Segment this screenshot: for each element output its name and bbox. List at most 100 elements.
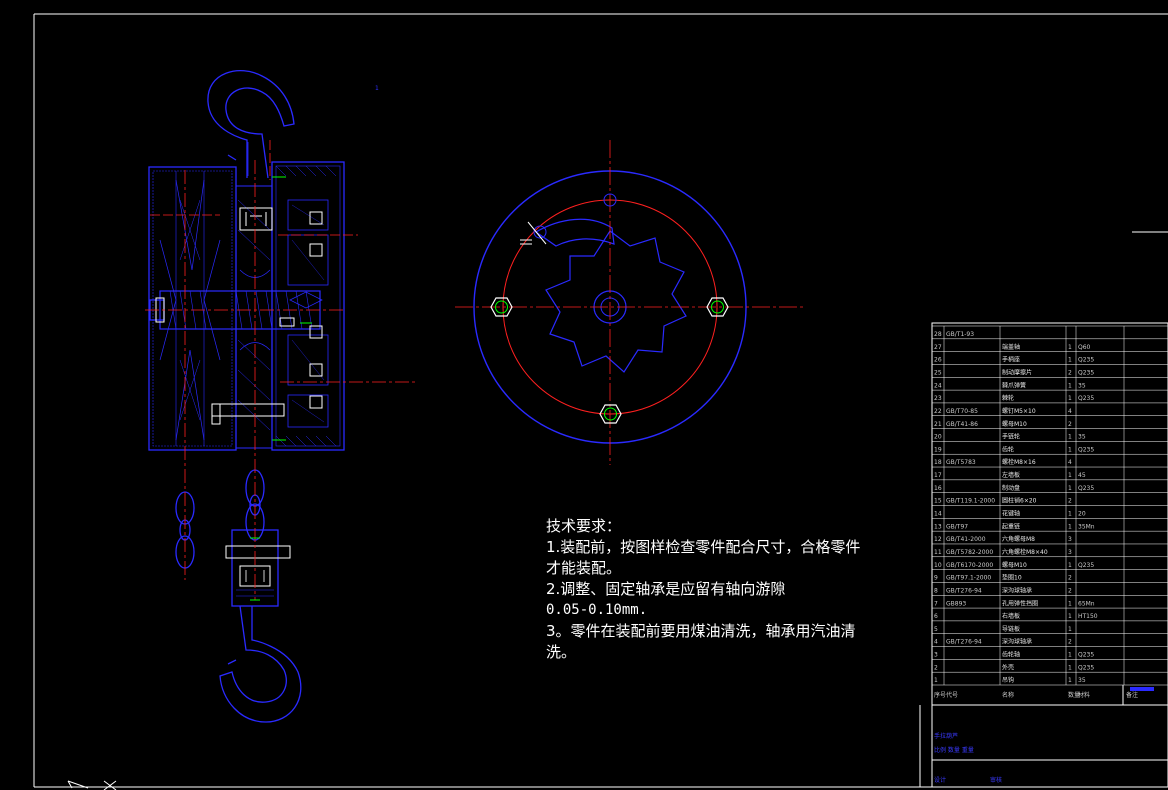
parts-row-20-qty: 2: [1068, 575, 1072, 582]
parts-row-14-name: 圆柱销6×20: [1002, 497, 1037, 505]
parts-footer-label: 备注: [1126, 691, 1138, 699]
parts-row-13-material: Q235: [1078, 485, 1094, 492]
parts-row-22-no: 7: [934, 600, 938, 607]
parts-row-2-no: 27: [934, 344, 942, 351]
tech-heading: 技术要求：: [546, 517, 622, 535]
parts-row-2-name: 端盖轴: [1002, 343, 1020, 351]
parts-row-7-no: 22: [934, 408, 942, 415]
parts-row-18-code: GB/T5782-2000: [946, 549, 993, 556]
parts-footer-label: 材料: [1078, 691, 1090, 699]
front-centerlines: [145, 140, 415, 600]
bolt-bottom: [599, 404, 622, 424]
parts-row-9-qty: 1: [1068, 434, 1072, 441]
parts-row-7-name: 螺钉M5×10: [1002, 407, 1036, 415]
parts-row-19-name: 螺母M10: [1002, 561, 1027, 569]
parts-row-18-qty: 3: [1068, 549, 1072, 556]
parts-row-7-code: GB/T70-85: [946, 408, 978, 415]
parts-row-22-material: 65Mn: [1078, 600, 1095, 607]
parts-row-19-no: 10: [934, 562, 942, 569]
tech-item-1-line1: 1.装配前，按图样检查零件配合尺寸，合格零件: [546, 538, 861, 556]
parts-row-16-code: GB/T97: [946, 523, 968, 530]
parts-row-10-name: 齿轮: [1002, 445, 1014, 453]
parts-row-11-qty: 4: [1068, 459, 1072, 466]
bolt-top: [603, 193, 617, 207]
parts-row-25-qty: 2: [1068, 639, 1072, 646]
parts-row-15-qty: 1: [1068, 511, 1072, 518]
parts-row-12-material: 45: [1078, 472, 1086, 479]
parts-row-21-name: 深沟球轴承: [1002, 586, 1032, 594]
parts-row-5-material: 35: [1078, 382, 1086, 389]
parts-row-1-no: 28: [934, 331, 942, 338]
parts-row-6-material: Q235: [1078, 395, 1094, 402]
parts-row-22-name: 孔用弹性挡圈: [1002, 599, 1038, 607]
drawing-frame: 1: [33, 13, 1168, 790]
parts-row-17-no: 12: [934, 536, 942, 543]
parts-row-19-code: GB/T6170-2000: [946, 562, 993, 569]
parts-row-28-qty: 1: [1068, 677, 1072, 684]
parts-row-12-name: 左墙板: [1002, 471, 1020, 479]
parts-row-24-name: 导链板: [1002, 625, 1020, 633]
parts-row-19-qty: 1: [1068, 562, 1072, 569]
left-housing: [148, 166, 237, 451]
svg-text:1: 1: [375, 85, 379, 92]
ratchet-side-view: [455, 140, 805, 465]
parts-row-15-material: 20: [1078, 511, 1086, 518]
tech-item-3-line1: 3。零件在装配前要用煤油清洗，轴承用汽油清: [546, 622, 856, 640]
parts-row-21-code: GB/T276-94: [946, 587, 982, 594]
parts-row-8-name: 螺母M10: [1002, 420, 1027, 428]
parts-row-13-no: 16: [934, 485, 942, 492]
top-hook: [207, 70, 295, 179]
right-housing: [271, 161, 345, 451]
parts-row-27-name: 外壳: [1002, 663, 1014, 671]
load-chain: [175, 469, 265, 569]
parts-footer-label: 名称: [1002, 691, 1014, 699]
parts-row-11-no: 18: [934, 459, 942, 466]
parts-row-20-code: GB/T97.1-2000: [946, 575, 991, 582]
parts-row-9-name: 手链轮: [1002, 433, 1020, 441]
ratchet-wheel: [545, 230, 687, 373]
parts-row-15-no: 14: [934, 511, 942, 518]
bolt-right: [706, 297, 729, 317]
parts-row-9-material: 35: [1078, 434, 1086, 441]
parts-row-23-no: 6: [934, 613, 938, 620]
parts-row-4-qty: 2: [1068, 369, 1072, 376]
parts-row-23-qty: 1: [1068, 613, 1072, 620]
parts-footer-label: 代号: [946, 691, 958, 699]
bearings: [155, 207, 323, 425]
parts-row-3-name: 手柄座: [1002, 356, 1020, 364]
parts-row-5-qty: 1: [1068, 382, 1072, 389]
parts-row-1-code: GB/T1-93: [946, 331, 974, 338]
parts-row-27-material: Q235: [1078, 664, 1094, 671]
bottom-hook: [219, 605, 302, 723]
parts-row-13-name: 制动盘: [1002, 484, 1020, 492]
parts-row-22-code: GB893: [946, 600, 966, 607]
parts-row-16-no: 13: [934, 523, 942, 530]
parts-row-18-name: 六角螺栓M8×40: [1002, 548, 1048, 556]
parts-row-16-material: 35Mn: [1078, 523, 1095, 530]
parts-row-4-name: 制动摩擦片: [1002, 368, 1032, 376]
parts-row-18-no: 11: [934, 549, 942, 556]
parts-row-2-material: Q60: [1078, 344, 1091, 351]
parts-row-27-qty: 1: [1068, 664, 1072, 671]
parts-row-11-name: 螺栓M8×16: [1002, 458, 1036, 466]
parts-row-17-name: 六角螺母M8: [1002, 535, 1035, 543]
parts-row-23-name: 右墙板: [1002, 612, 1020, 620]
tech-item-2-line2: 0.05-0.10mm.: [546, 602, 648, 618]
central-shaft-assembly: [149, 185, 321, 449]
parts-row-4-no: 25: [934, 369, 942, 376]
parts-row-6-no: 23: [934, 395, 942, 402]
parts-row-14-code: GB/T119.1-2000: [946, 498, 995, 505]
parts-row-28-material: 35: [1078, 677, 1086, 684]
title-info-line1: 手拉葫芦: [934, 732, 958, 740]
parts-row-16-qty: 1: [1068, 523, 1072, 530]
parts-row-28-no: 1: [934, 677, 938, 684]
parts-row-5-name: 棘爪弹簧: [1002, 381, 1026, 389]
parts-row-21-qty: 2: [1068, 587, 1072, 594]
parts-row-3-qty: 1: [1068, 357, 1072, 364]
parts-row-22-qty: 1: [1068, 600, 1072, 607]
parts-row-12-qty: 1: [1068, 472, 1072, 479]
parts-row-2-qty: 1: [1068, 344, 1072, 351]
parts-row-8-code: GB/T41-86: [946, 421, 978, 428]
